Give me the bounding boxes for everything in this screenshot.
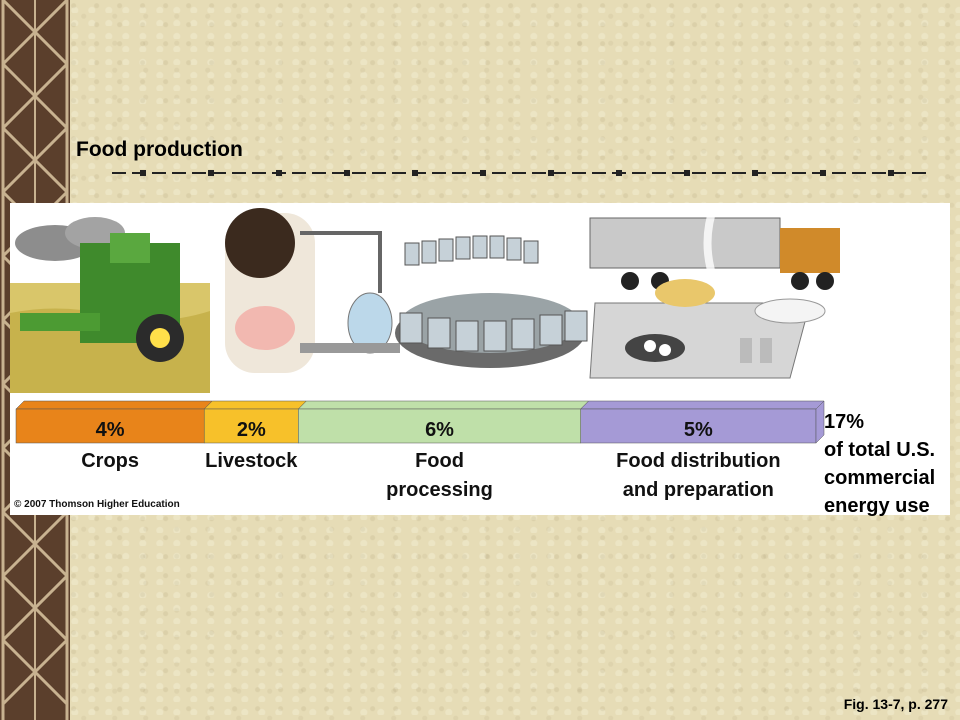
bar-category-label-1: Crops — [81, 450, 140, 472]
bar-value-label-1: 4% — [95, 419, 125, 441]
energy-use-stacked-bar — [15, 400, 825, 444]
bar-category-label-2: Livestock — [205, 450, 298, 472]
figure-reference: Fig. 13-7, p. 277 — [843, 696, 948, 712]
bar-end-face — [815, 400, 825, 444]
bar-segment-top-4 — [580, 400, 825, 410]
combine-harvester-illustration — [10, 217, 210, 393]
bar-segment-1 — [15, 408, 205, 444]
bar-category-label-4: Food distribution and preparation — [616, 450, 781, 501]
bar-value-label-4: 5% — [683, 419, 713, 441]
food-production-illustration — [10, 203, 840, 393]
truck-and-kitchen-illustration — [589, 203, 840, 379]
bar-category-label-3: Food processing — [386, 450, 493, 501]
slide-title: Food production — [76, 138, 243, 161]
bar-value-label-2: 2% — [236, 419, 266, 441]
cow-milking-illustration — [225, 208, 400, 373]
total-line-3: energy use — [824, 495, 930, 517]
dashed-separator — [112, 170, 932, 176]
total-value: 17% — [824, 411, 865, 433]
bar-segment-4 — [580, 408, 817, 444]
copyright-notice: © 2007 Thomson Higher Education — [14, 499, 180, 510]
figure-panel: 4% Crops 2% Livestock 6% Food processing 5% Foo… — [10, 203, 950, 515]
canning-line-illustration — [395, 235, 588, 368]
total-line-1: of total U.S. — [824, 439, 936, 461]
total-line-2: commercial — [824, 467, 936, 489]
bar-segment-top-2 — [203, 400, 307, 410]
total-energy-callout: 17% of total U.S. commercial energy use — [824, 408, 935, 520]
bar-segment-2 — [203, 408, 299, 444]
bar-segment-top-3 — [297, 400, 590, 410]
bar-segment-top-1 — [15, 400, 213, 410]
bar-segment-3 — [298, 408, 581, 444]
bar-value-label-3: 6% — [425, 419, 454, 441]
